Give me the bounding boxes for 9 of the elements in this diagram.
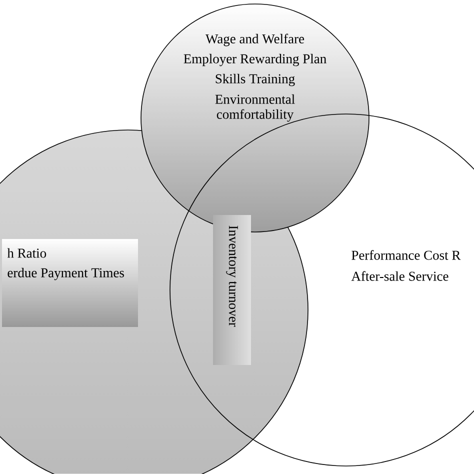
label-text: After-sale Service	[351, 271, 448, 281]
label-text: Performance Cost R	[352, 250, 461, 260]
label-text: Skills Training	[216, 74, 295, 86]
label-text: Environmental comfortability	[215, 94, 295, 122]
label-text: Inventory turnover	[226, 226, 238, 327]
label-text: Employer Rewarding Plan	[184, 54, 326, 66]
label-text: h Ratio	[7, 248, 46, 258]
label-text: erdue Payment Times	[8, 268, 124, 280]
label-text: Wage and Welfare	[206, 34, 304, 46]
